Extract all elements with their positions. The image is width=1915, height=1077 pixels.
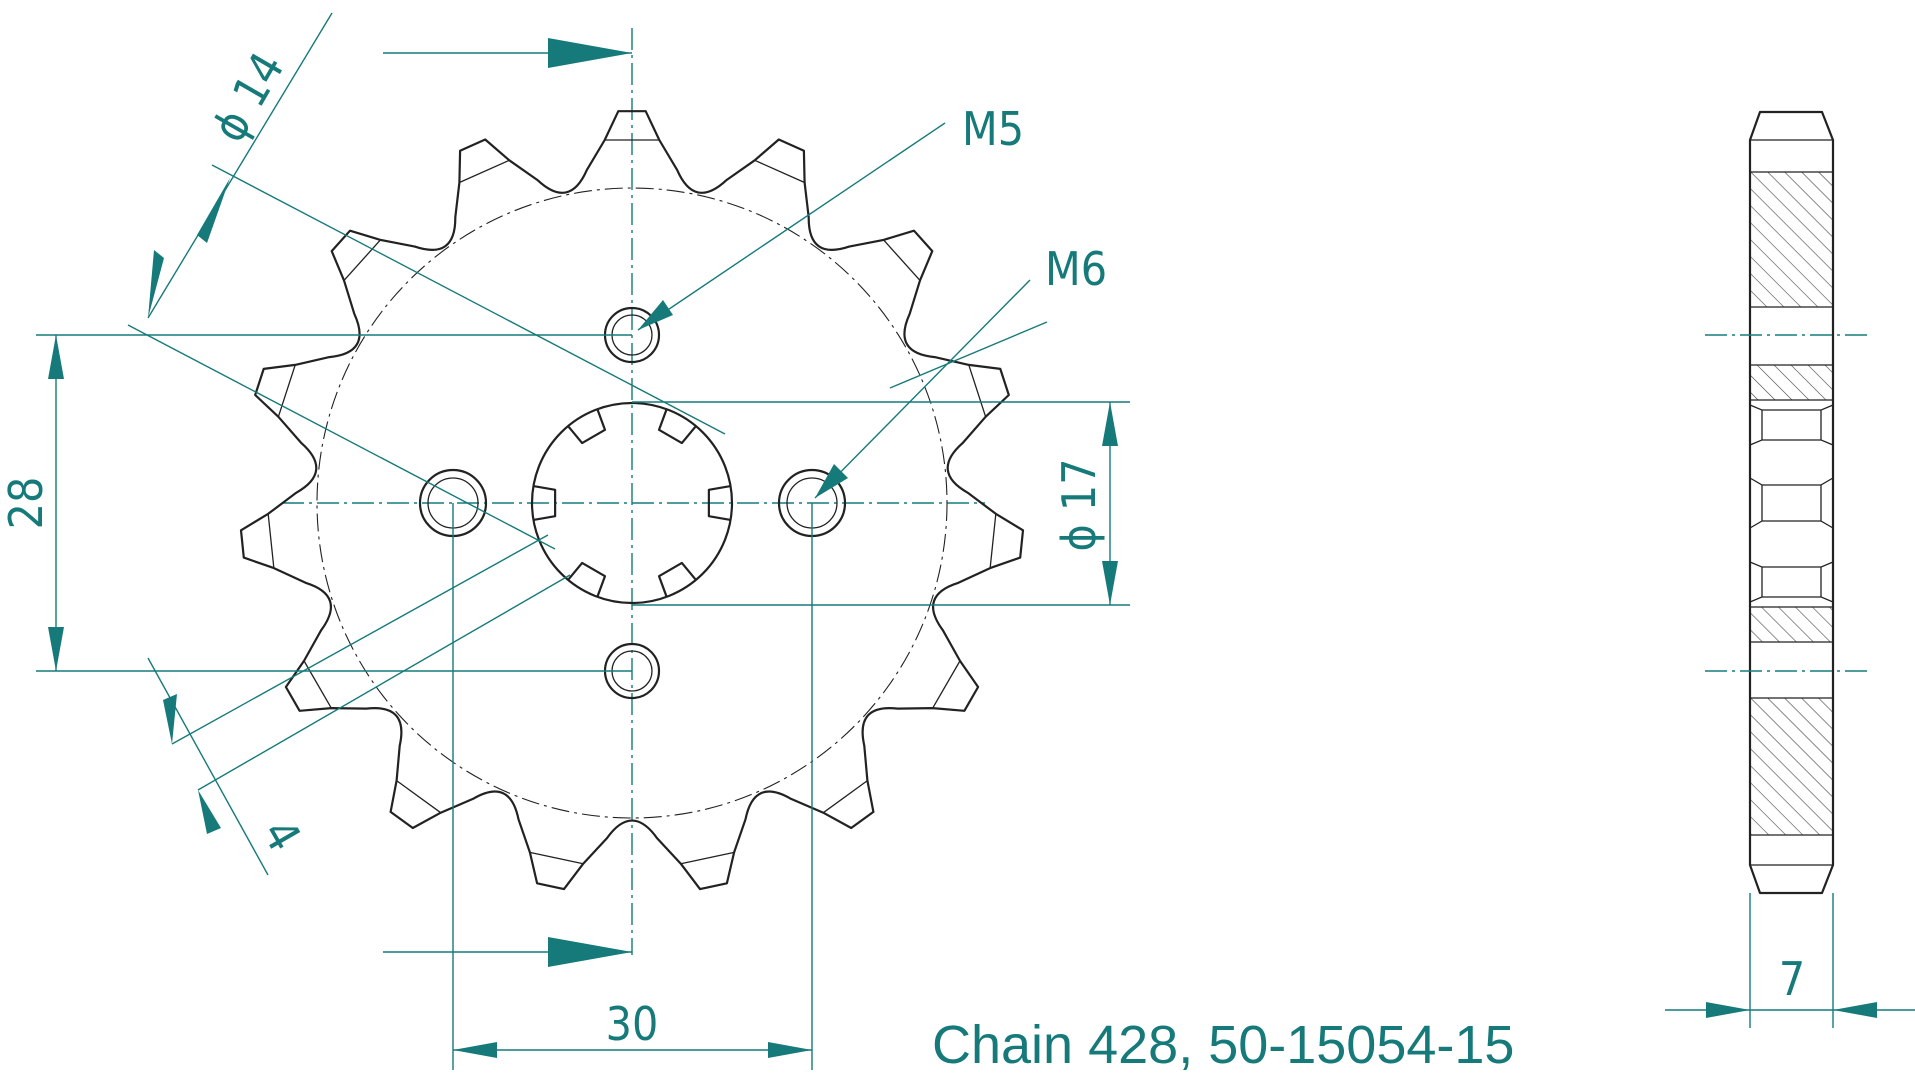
d4-arrow-b — [198, 790, 221, 834]
dim-30: 30 — [606, 997, 659, 1051]
tooth-chamfer-14 — [343, 239, 381, 281]
spline-notch-5 — [533, 484, 557, 522]
d28-arrow-bottom — [48, 627, 64, 671]
view-arrow-bottom — [548, 937, 632, 967]
dimensions: ϕ 14 M5 M6 ϕ 17 28 30 — [0, 12, 1130, 1070]
tooth-chamfer-9 — [529, 851, 584, 865]
tooth-chamfer-3 — [883, 239, 921, 281]
tooth-chamfer-12 — [267, 513, 275, 569]
tooth-chamfer-6 — [932, 660, 961, 709]
d30-arrow-left — [453, 1042, 497, 1058]
dim-7: 7 — [1779, 952, 1805, 1006]
view-arrow-top — [548, 38, 632, 68]
part-caption: Chain 428, 50-15054-15 — [932, 1015, 1514, 1075]
d14-arrow-a — [197, 178, 230, 243]
dim-phi-17: ϕ 17 — [1052, 458, 1106, 551]
d4-arrow-a — [163, 694, 177, 744]
tooth-chamfer-4 — [968, 364, 987, 417]
side-profile-outline — [1748, 110, 1835, 895]
hub-bore — [530, 401, 734, 605]
spline-notches — [533, 408, 731, 598]
tooth-chamfer-13 — [277, 364, 296, 417]
tooth-chamfer-2 — [754, 159, 805, 184]
dim-m5: M5 — [962, 102, 1024, 156]
d17-arrow-bottom — [1102, 561, 1118, 605]
dim-m6: M6 — [1045, 242, 1107, 296]
tooth-chamfer-7 — [822, 780, 868, 814]
side-view: 7 — [1665, 110, 1915, 1028]
tooth-chamfer-5 — [989, 513, 997, 569]
m5-arrow — [638, 300, 673, 330]
d7-arrow-right — [1833, 1002, 1877, 1018]
d17-arrow-top — [1102, 402, 1118, 446]
d14-arrow-b — [148, 250, 164, 318]
front-view — [239, 28, 1025, 955]
d7-arrow-left — [1706, 1002, 1750, 1018]
tooth-chamfer-10 — [396, 780, 442, 814]
tooth-chamfer-15 — [459, 159, 510, 184]
spline-notch-6 — [567, 408, 607, 445]
spline-notch-3 — [657, 561, 697, 598]
m6-arrow — [815, 464, 848, 498]
spline-notch-4 — [567, 561, 607, 598]
dim-28: 28 — [0, 477, 53, 530]
dim-4: 4 — [252, 810, 312, 860]
d30-arrow-right — [768, 1042, 812, 1058]
tooth-chamfer-8 — [680, 851, 735, 865]
spline-notch-1 — [657, 408, 697, 445]
d28-arrow-top — [48, 335, 64, 379]
sprocket-outline — [239, 110, 1025, 891]
spline-notch-2 — [707, 484, 731, 522]
pitch-circle — [316, 187, 948, 819]
